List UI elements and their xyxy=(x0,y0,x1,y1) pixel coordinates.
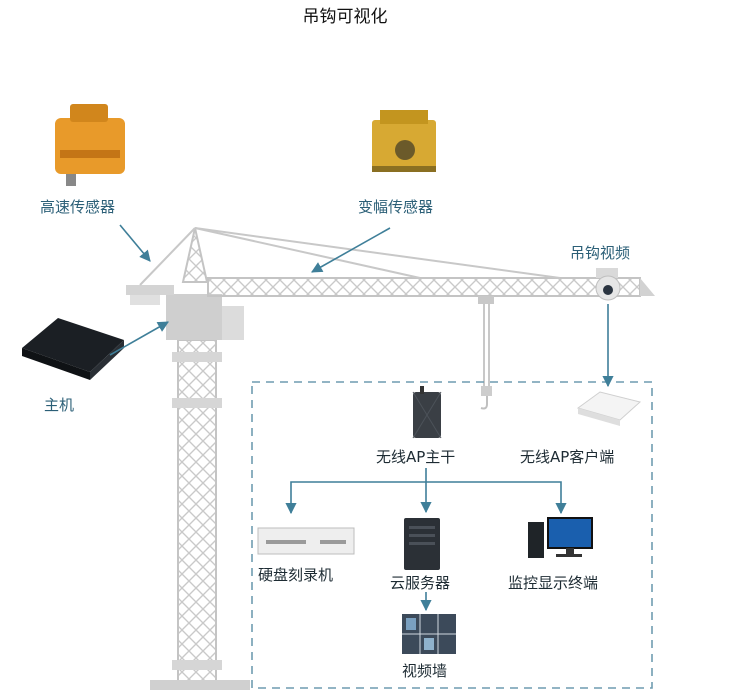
label-host: 主机 xyxy=(44,396,75,414)
hdd-recorder-icon xyxy=(257,527,355,555)
wireless-ap-client-icon xyxy=(576,391,642,426)
label-monitor-terminal: 监控显示终端 xyxy=(508,574,599,592)
system-boundary-box xyxy=(251,381,653,689)
video-wall-icon xyxy=(402,614,456,654)
label-luffing-sensor: 变幅传感器 xyxy=(358,198,434,216)
monitor-terminal-icon xyxy=(528,517,593,558)
cloud-server-icon xyxy=(404,518,440,570)
branch-line xyxy=(290,481,562,512)
label-video-wall: 视频墙 xyxy=(402,662,448,680)
label-hdd-recorder: 硬盘刻录机 xyxy=(258,566,334,584)
arrow-high-speed-sensor xyxy=(119,224,151,262)
label-high-speed-sensor: 高速传感器 xyxy=(40,198,116,216)
high-speed-sensor-icon xyxy=(55,104,125,186)
luffing-sensor-icon xyxy=(372,110,436,172)
label-wireless-ap-client: 无线AP客户端 xyxy=(520,448,615,466)
host-device-icon xyxy=(22,318,124,380)
connection-arrows xyxy=(109,224,614,612)
hook-camera-icon xyxy=(595,268,621,301)
tower-crane xyxy=(126,227,655,690)
wireless-ap-trunk-icon xyxy=(412,386,442,439)
page-title: 吊钩可视化 xyxy=(302,7,388,27)
label-hook-video: 吊钩视频 xyxy=(570,244,631,262)
label-wireless-ap-trunk: 无线AP主干 xyxy=(376,448,456,466)
label-cloud-server: 云服务器 xyxy=(390,574,451,592)
arrow-host xyxy=(109,321,169,356)
arrow-luffing-sensor xyxy=(311,227,391,273)
